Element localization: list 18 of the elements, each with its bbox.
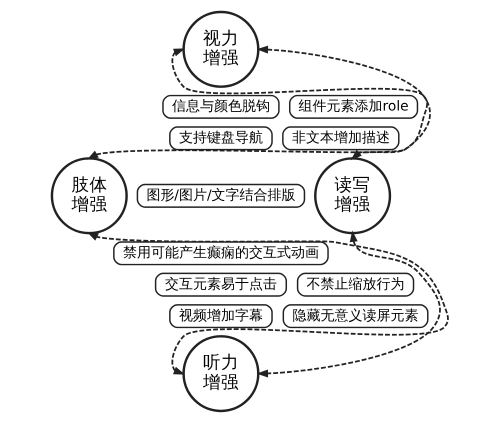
- node-circle: 听力增强: [182, 335, 259, 412]
- arrow: [86, 48, 428, 160]
- node-box: 非文本增加描述: [282, 126, 400, 150]
- node-circle: 视力增强: [182, 10, 259, 88]
- arrow: [86, 232, 448, 375]
- node-box: 不禁止缩放行为: [296, 272, 414, 297]
- node-box: 隐藏无意义读屏元素: [282, 304, 428, 328]
- node-box: 交互元素易于点击: [154, 272, 287, 297]
- node-box: 信息与颜色脱钩: [162, 94, 280, 119]
- node-box: 图形/图片/文字结合排版: [136, 184, 305, 208]
- node-box: 禁用可能产生癫痫的交互式动画: [112, 241, 328, 266]
- arrow: [256, 46, 430, 160]
- arrow: [256, 230, 440, 378]
- node-box: 支持键盘导航: [168, 126, 272, 150]
- node-circle: 读写增强: [314, 157, 391, 234]
- node-circle: 肢体增强: [50, 157, 128, 234]
- node-box: 组件元素添加role: [288, 94, 418, 119]
- node-box: 视频增加字幕: [168, 304, 272, 328]
